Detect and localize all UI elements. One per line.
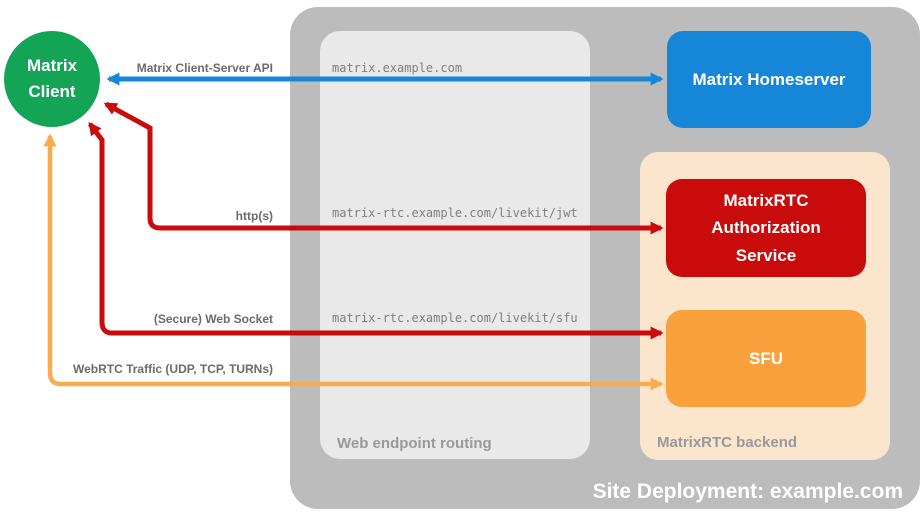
site-deployment-label: Site Deployment: example.com [592,480,903,503]
arrow-label-secure-web-socket: (Secure) Web Socket [153,312,273,326]
matrix-homeserver-label: Matrix Homeserver [692,69,846,89]
arrow-label-https: http(s) [235,209,273,223]
sfu-node: SFU [666,310,866,407]
endpoint-url-livekit-sfu: matrix-rtc.example.com/livekit/sfu [332,311,578,325]
web-endpoint-routing-box [320,31,590,459]
matrix-client-node: Matrix Client [4,31,100,127]
arrow-label-client-server-api: Matrix Client-Server API [136,61,273,75]
endpoint-url-homeserver: matrix.example.com [332,61,463,75]
matrix-homeserver-node: Matrix Homeserver [667,31,871,128]
matrix-client-label: Matrix Client [26,55,78,101]
arrow-label-webrtc-traffic: WebRTC Traffic (UDP, TCP, TURNs) [72,362,273,376]
sfu-label: SFU [749,348,783,368]
web-endpoint-routing-label: Web endpoint routing [337,435,492,452]
matrixrtc-authorization-service-node: MatrixRTC Authorization Service [666,179,866,277]
matrixrtc-backend-label: MatrixRTC backend [657,434,798,451]
endpoint-url-livekit-jwt: matrix-rtc.example.com/livekit/jwt [332,206,578,220]
matrixrtc-authorization-service-label: MatrixRTC Authorization Service [711,191,821,265]
